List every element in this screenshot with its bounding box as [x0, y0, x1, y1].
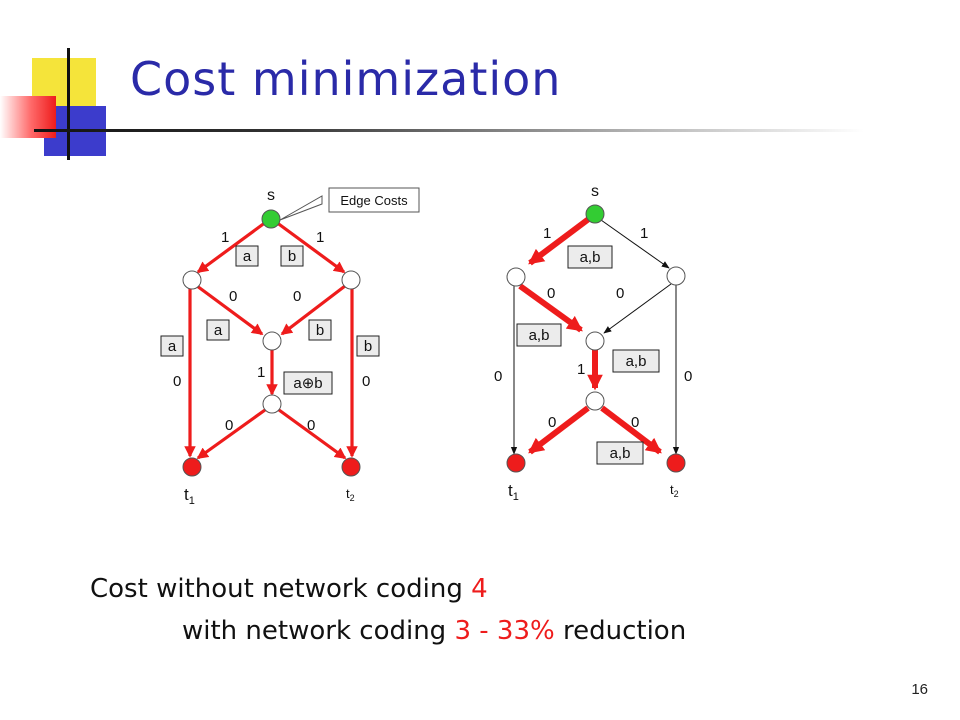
right-cost-right-mid: 0 — [616, 285, 624, 302]
slide-title: Cost minimization — [130, 52, 562, 106]
edge-left-mid — [196, 284, 264, 336]
right-node-right — [666, 266, 686, 286]
right-node-mid — [585, 331, 605, 351]
svg-text:b: b — [288, 248, 296, 265]
right-node-t2 — [666, 453, 686, 473]
edge-left-mid-flow — [518, 283, 583, 333]
right-cost-right-t2: 0 — [684, 368, 692, 385]
decor-vertical-line — [67, 48, 70, 160]
right-thin-edges — [510, 219, 680, 455]
svg-text:a: a — [243, 248, 252, 265]
svg-text:a,b: a,b — [529, 327, 550, 344]
edge-bot-t1-flow — [528, 405, 590, 455]
right-cost-bot-t1: 0 — [548, 414, 556, 431]
callout-label: Edge Costs — [340, 193, 408, 208]
caption-without-text: Cost without network coding — [90, 574, 472, 604]
right-cost-mid-down: 1 — [577, 361, 585, 378]
left-label-box-right-mid: b — [308, 319, 332, 341]
left-node-mid — [262, 331, 282, 351]
right-node-t1 — [506, 453, 526, 473]
right-label-t2: t2 — [670, 482, 679, 499]
edge-s-left-flow — [528, 215, 592, 266]
left-node-t2 — [341, 457, 361, 477]
edge-right-mid — [280, 284, 346, 336]
left-label-box-xor: a⊕b — [283, 371, 333, 395]
left-cost-bot-t1: 0 — [225, 417, 233, 434]
right-cost-bot-t2: 0 — [631, 414, 639, 431]
svg-text:a⊕b: a⊕b — [293, 375, 322, 392]
edge-s-left — [196, 220, 267, 274]
left-cost-mid-down: 1 — [257, 364, 265, 381]
left-node-t1 — [182, 457, 202, 477]
left-cost-s-left: 1 — [221, 229, 229, 246]
right-cost-s-left: 1 — [543, 225, 551, 242]
diagram-left: Edge Costs s t1 t2 1 1 0 0 1 0 0 0 0 — [160, 187, 420, 507]
right-flow-edges — [518, 215, 662, 455]
left-label-t1: t1 — [184, 485, 195, 507]
left-label-box-s-right: b — [280, 245, 304, 267]
svg-text:b: b — [316, 322, 324, 339]
right-label-t1: t1 — [508, 481, 519, 503]
left-cost-left-t1: 0 — [173, 373, 181, 390]
left-label-box-left-mid: a — [206, 319, 230, 341]
left-label-box-s-left: a — [235, 245, 259, 267]
edge-bot-t2 — [278, 408, 347, 460]
svg-text:a: a — [214, 322, 223, 339]
right-label-box-left-mid: a,b — [516, 323, 562, 347]
right-cost-s-right: 1 — [640, 225, 648, 242]
svg-text:a,b: a,b — [580, 249, 601, 266]
left-node-bottom — [262, 394, 282, 414]
right-cost-left-mid: 0 — [547, 285, 555, 302]
caption-with-text: with network coding — [182, 616, 455, 646]
right-cost-left-t1: 0 — [494, 368, 502, 385]
right-label-s: s — [591, 183, 599, 200]
edge-right-mid-thin — [603, 283, 672, 334]
right-node-bottom — [585, 391, 605, 411]
left-cost-bot-t2: 0 — [307, 417, 315, 434]
left-cost-s-right: 1 — [316, 229, 324, 246]
cost-caption: Cost without network coding 4 with netwo… — [90, 568, 686, 652]
diagram-right: s t1 t2 1 1 0 0 1 0 0 0 0 a,b a,b — [494, 183, 692, 503]
left-cost-right-mid: 0 — [293, 288, 301, 305]
left-cost-left-mid: 0 — [229, 288, 237, 305]
left-node-left — [182, 270, 202, 290]
edge-costs-callout: Edge Costs — [279, 187, 420, 221]
left-node-s — [261, 209, 281, 229]
left-edges — [184, 220, 358, 460]
edge-s-right — [275, 220, 346, 274]
caption-line-with: with network coding 3 - 33% reduction — [90, 610, 686, 652]
right-node-s — [585, 204, 605, 224]
svg-text:b: b — [364, 338, 372, 355]
svg-text:a,b: a,b — [610, 445, 631, 462]
right-label-box-mid-down: a,b — [612, 349, 660, 373]
edge-s-right-thin — [600, 219, 670, 269]
edge-bot-t2-flow — [600, 405, 662, 455]
svg-text:a,b: a,b — [626, 353, 647, 370]
left-node-right — [341, 270, 361, 290]
edge-bot-t1 — [196, 408, 266, 460]
left-label-box-right-t2: b — [356, 335, 380, 357]
caption-without-value: 4 — [471, 574, 488, 604]
caption-line-without: Cost without network coding 4 — [90, 568, 686, 610]
decor-horizontal-line — [34, 129, 864, 132]
caption-with-value: 3 - 33% — [454, 616, 555, 646]
right-label-box-s-left: a,b — [567, 245, 613, 269]
left-label-box-left-t1: a — [160, 335, 184, 357]
left-cost-right-t2: 0 — [362, 373, 370, 390]
caption-with-suffix: reduction — [554, 616, 687, 646]
svg-text:a: a — [168, 338, 177, 355]
page-number: 16 — [911, 681, 928, 698]
right-label-box-bot-t2: a,b — [596, 441, 644, 465]
right-node-left — [506, 267, 526, 287]
left-label-s: s — [267, 187, 275, 204]
left-label-t2: t2 — [346, 486, 355, 503]
